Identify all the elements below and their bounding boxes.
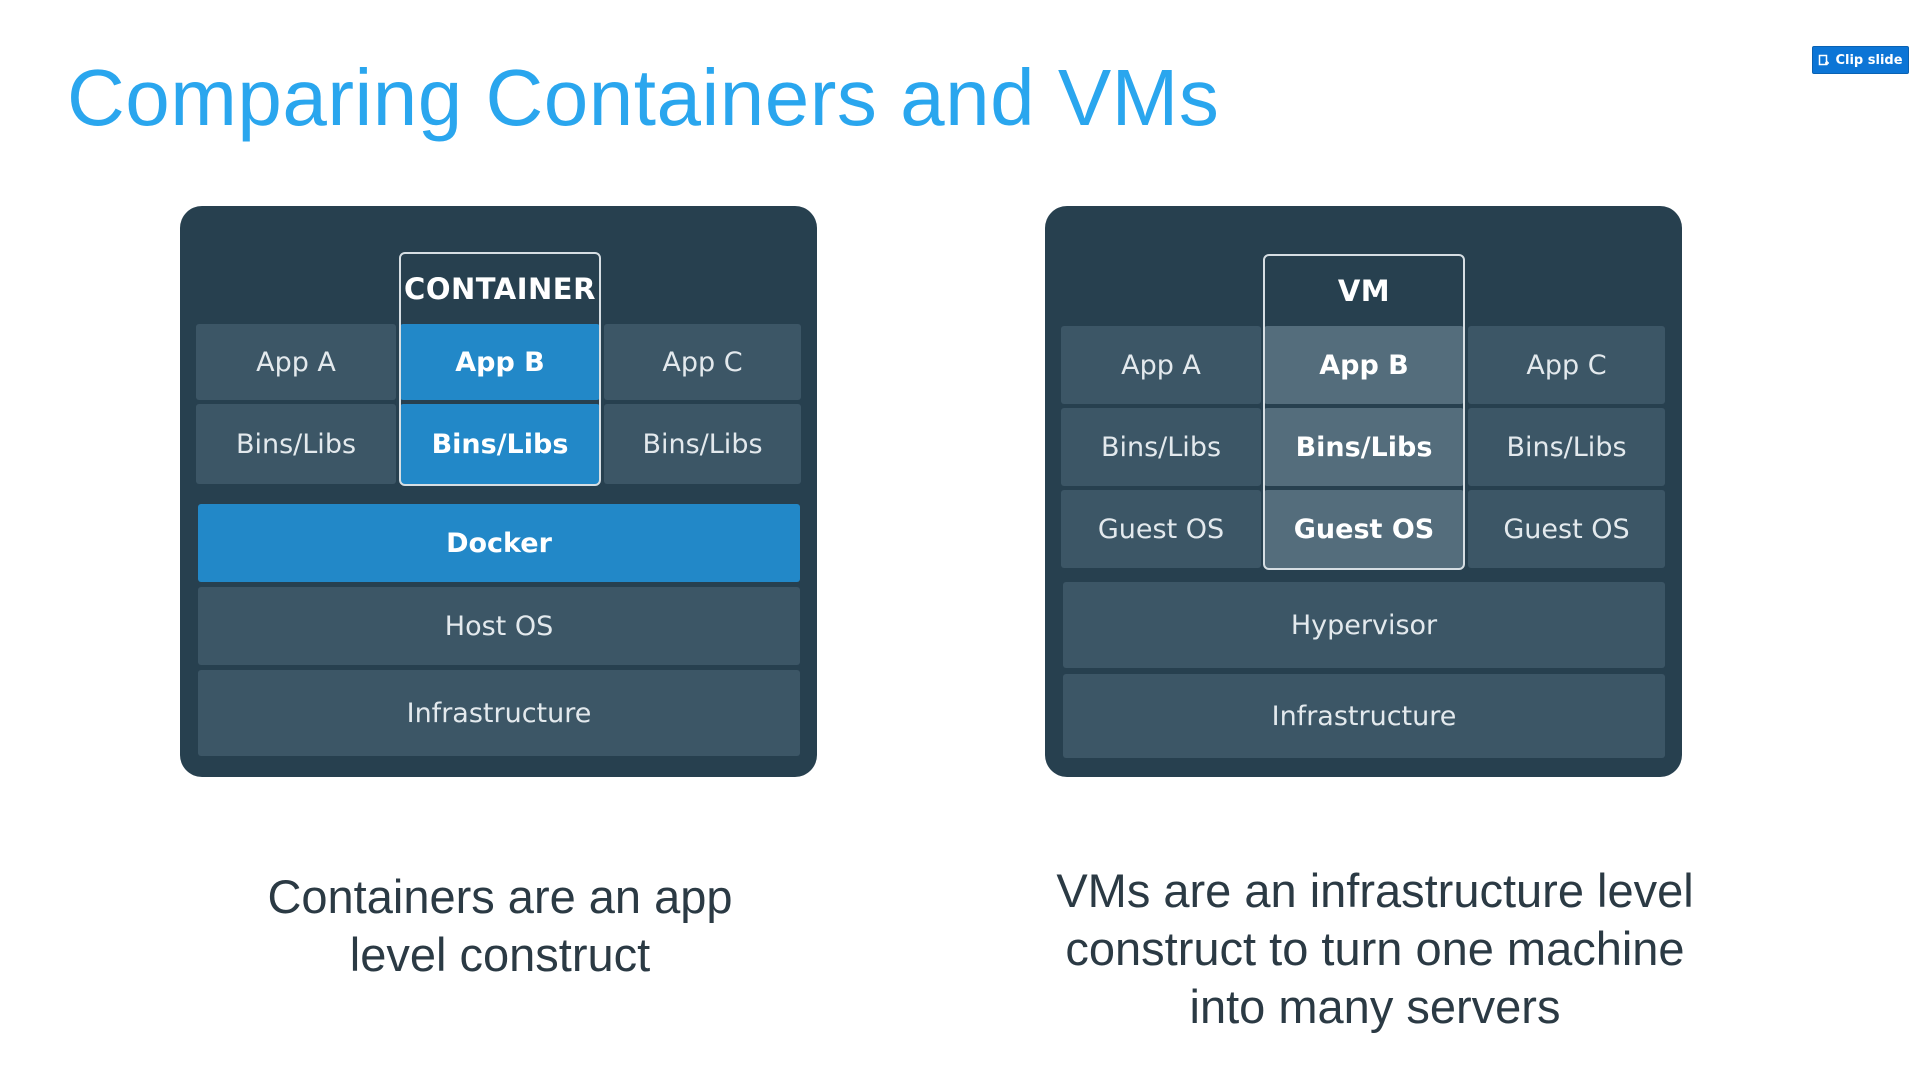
container-app-b: App B xyxy=(400,324,600,400)
vm-guest-os-b: Guest OS xyxy=(1264,490,1464,568)
container-libs-b: Bins/Libs xyxy=(400,404,600,484)
container-caption-line-1: Containers are an app xyxy=(267,870,733,923)
container-app-c: App C xyxy=(604,324,801,400)
vm-app-c: App C xyxy=(1468,326,1665,404)
vm-libs-c: Bins/Libs xyxy=(1468,408,1665,486)
vm-caption-line-2: construct to turn one machine xyxy=(1065,922,1685,975)
vm-app-a: App A xyxy=(1061,326,1261,404)
clip-slide-button[interactable]: Clip slide xyxy=(1812,46,1909,74)
vm-libs-a: Bins/Libs xyxy=(1061,408,1261,486)
vm-caption-line-3: into many servers xyxy=(1189,980,1561,1033)
vm-libs-b: Bins/Libs xyxy=(1264,408,1464,486)
slide-title: Comparing Containers and VMs xyxy=(67,53,1220,142)
hypervisor-layer: Hypervisor xyxy=(1063,582,1665,668)
container-infrastructure-layer: Infrastructure xyxy=(198,670,800,756)
vm-caption: VMs are an infrastructure level construc… xyxy=(1000,862,1750,1036)
docker-layer: Docker xyxy=(198,504,800,582)
vm-guest-os-c: Guest OS xyxy=(1468,490,1665,568)
clip-icon xyxy=(1818,54,1830,66)
vm-highlight-frame xyxy=(1263,254,1465,570)
container-caption-line-2: level construct xyxy=(349,928,651,981)
vm-diagram: VM App A App B App C Bins/Libs Bins/Libs… xyxy=(1045,206,1682,777)
vm-app-b: App B xyxy=(1264,326,1464,404)
vm-frame-label: VM xyxy=(1337,274,1391,308)
container-libs-c: Bins/Libs xyxy=(604,404,801,484)
vm-infrastructure-layer: Infrastructure xyxy=(1063,674,1665,758)
container-caption: Containers are an app level construct xyxy=(180,868,820,984)
host-os-layer: Host OS xyxy=(198,587,800,665)
container-diagram: CONTAINER App A App B App C Bins/Libs Bi… xyxy=(180,206,817,777)
clip-slide-label: Clip slide xyxy=(1835,52,1903,68)
container-frame-label: CONTAINER xyxy=(404,272,596,306)
container-highlight-frame xyxy=(399,252,601,486)
container-app-a: App A xyxy=(196,324,396,400)
vm-caption-line-1: VMs are an infrastructure level xyxy=(1056,864,1694,917)
container-libs-a: Bins/Libs xyxy=(196,404,396,484)
vm-guest-os-a: Guest OS xyxy=(1061,490,1261,568)
